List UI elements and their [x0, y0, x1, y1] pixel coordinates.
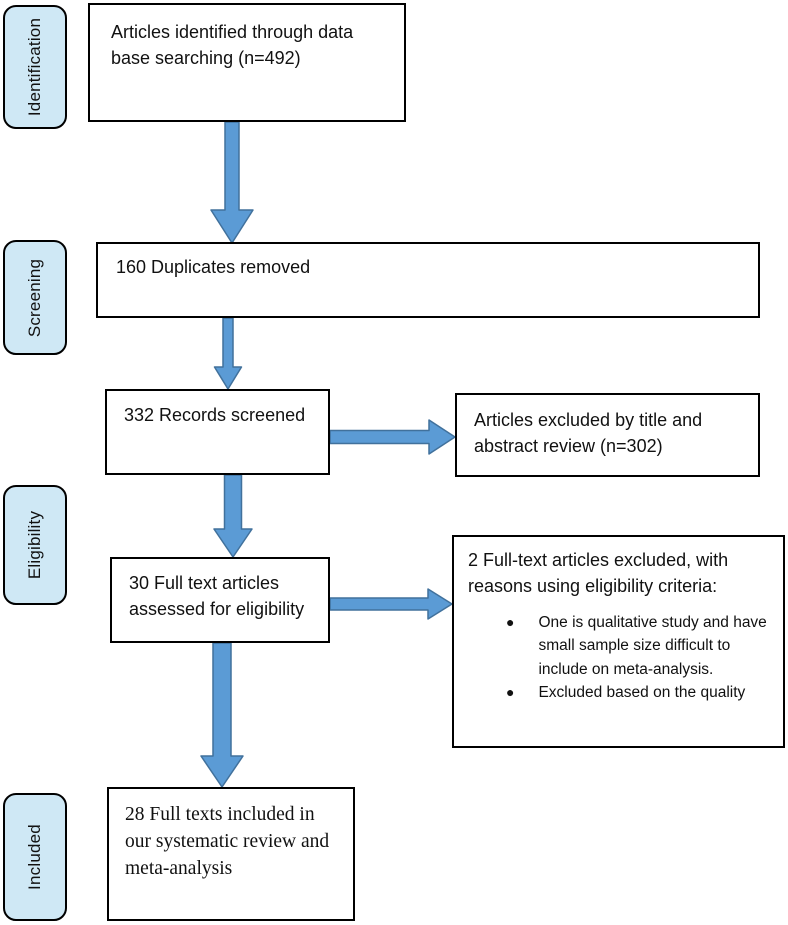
stage-label-eligibility: Eligibility: [3, 485, 67, 605]
stage-label-identification: Identification: [3, 5, 67, 129]
stage-label-screening: Screening: [3, 240, 67, 355]
fulltext-excluded-reason-list: ● One is qualitative study and have smal…: [468, 611, 773, 704]
bullet-icon: ●: [506, 614, 515, 631]
box-articles-identified-text: Articles identified through data base se…: [111, 22, 354, 68]
box-included-final: 28 Full texts included in our systematic…: [107, 787, 355, 921]
bullet-icon: ●: [506, 683, 515, 700]
box-fulltext-assessed: 30 Full text articles assessed for eligi…: [110, 557, 330, 643]
stage-label-included-text: Included: [25, 824, 44, 890]
list-item: ● One is qualitative study and have smal…: [468, 611, 773, 681]
arrow-right-fulltext-to-excluded: [329, 588, 453, 620]
box-records-screened-text: 332 Records screened: [124, 405, 306, 425]
arrow-down-duplicates-to-screened: [213, 317, 243, 390]
stage-label-eligibility-text: Eligibility: [25, 510, 44, 580]
arrow-right-screened-to-excluded: [329, 419, 456, 455]
stage-label-screening-text: Screening: [25, 258, 45, 337]
box-articles-identified: Articles identified through data base se…: [88, 3, 406, 122]
box-fulltext-excluded-heading: 2 Full-text articles excluded, with reas…: [468, 550, 729, 596]
box-records-screened: 332 Records screened: [105, 389, 330, 475]
box-duplicates-removed: 160 Duplicates removed: [96, 242, 760, 318]
list-item-text: One is qualitative study and have small …: [538, 614, 767, 678]
stage-label-identification-text: Identification: [25, 17, 45, 117]
box-excluded-title-abstract-text: Articles excluded by title and abstract …: [474, 410, 703, 456]
box-included-final-text: 28 Full texts included in our systematic…: [125, 804, 330, 879]
list-item: ● Excluded based on the quality: [468, 681, 773, 704]
box-fulltext-excluded: 2 Full-text articles excluded, with reas…: [452, 535, 785, 748]
box-excluded-title-abstract: Articles excluded by title and abstract …: [455, 393, 760, 477]
stage-label-included: Included: [3, 793, 67, 921]
arrow-down-fulltext-to-included: [200, 642, 244, 788]
arrow-down-screened-to-fulltext: [213, 474, 253, 558]
box-duplicates-removed-text: 160 Duplicates removed: [116, 257, 311, 277]
list-item-text: Excluded based on the quality: [538, 683, 746, 701]
arrow-down-identified-to-duplicates: [210, 121, 254, 244]
box-fulltext-assessed-text: 30 Full text articles assessed for eligi…: [129, 573, 305, 619]
